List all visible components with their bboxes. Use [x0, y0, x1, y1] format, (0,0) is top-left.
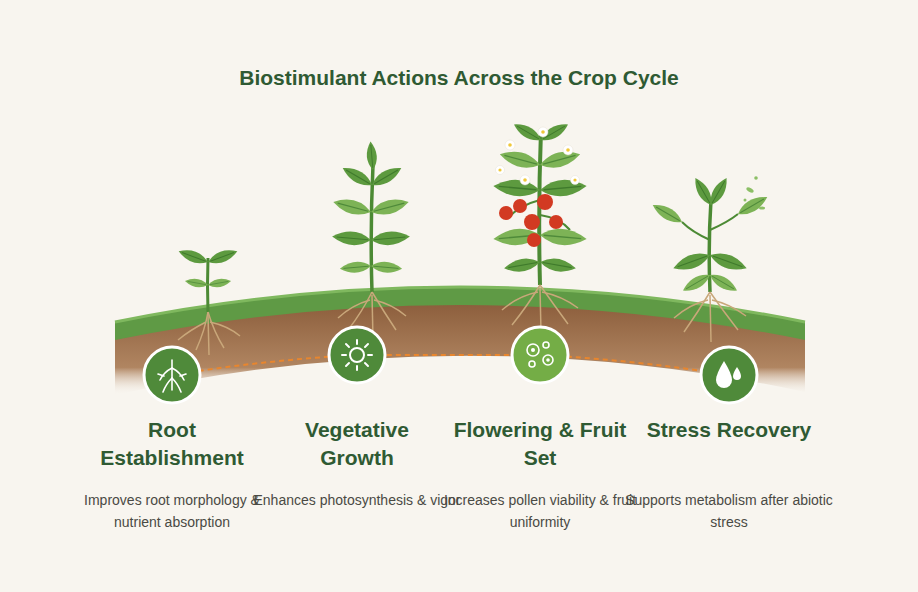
diagram-title: Biostimulant Actions Across the Crop Cyc… — [159, 66, 759, 90]
timeline-dash — [172, 355, 729, 375]
stage-description: Enhances photosynthesis & vigor — [252, 490, 462, 512]
stage-heading: Root Establishment — [82, 416, 262, 473]
stage-heading: Flowering & Fruit Set — [450, 416, 630, 473]
fruiting-plant — [493, 120, 588, 332]
ground — [115, 287, 805, 340]
droplet-icon — [701, 347, 757, 403]
stage-heading: Vegetative Growth — [267, 416, 447, 473]
seedling — [177, 246, 240, 355]
root-icon — [144, 347, 200, 403]
stage-description: Increases pollen viability & fruit unifo… — [435, 490, 645, 533]
stage-description: Improves root morphology & nutrient abso… — [67, 490, 277, 533]
pollen-icon — [512, 327, 568, 383]
recovering-plant — [650, 175, 770, 342]
sun-icon — [329, 327, 385, 383]
stage-heading: Stress Recovery — [639, 416, 819, 444]
stage-description: Supports metabolism after abiotic stress — [624, 490, 834, 533]
young-plant — [332, 141, 411, 338]
